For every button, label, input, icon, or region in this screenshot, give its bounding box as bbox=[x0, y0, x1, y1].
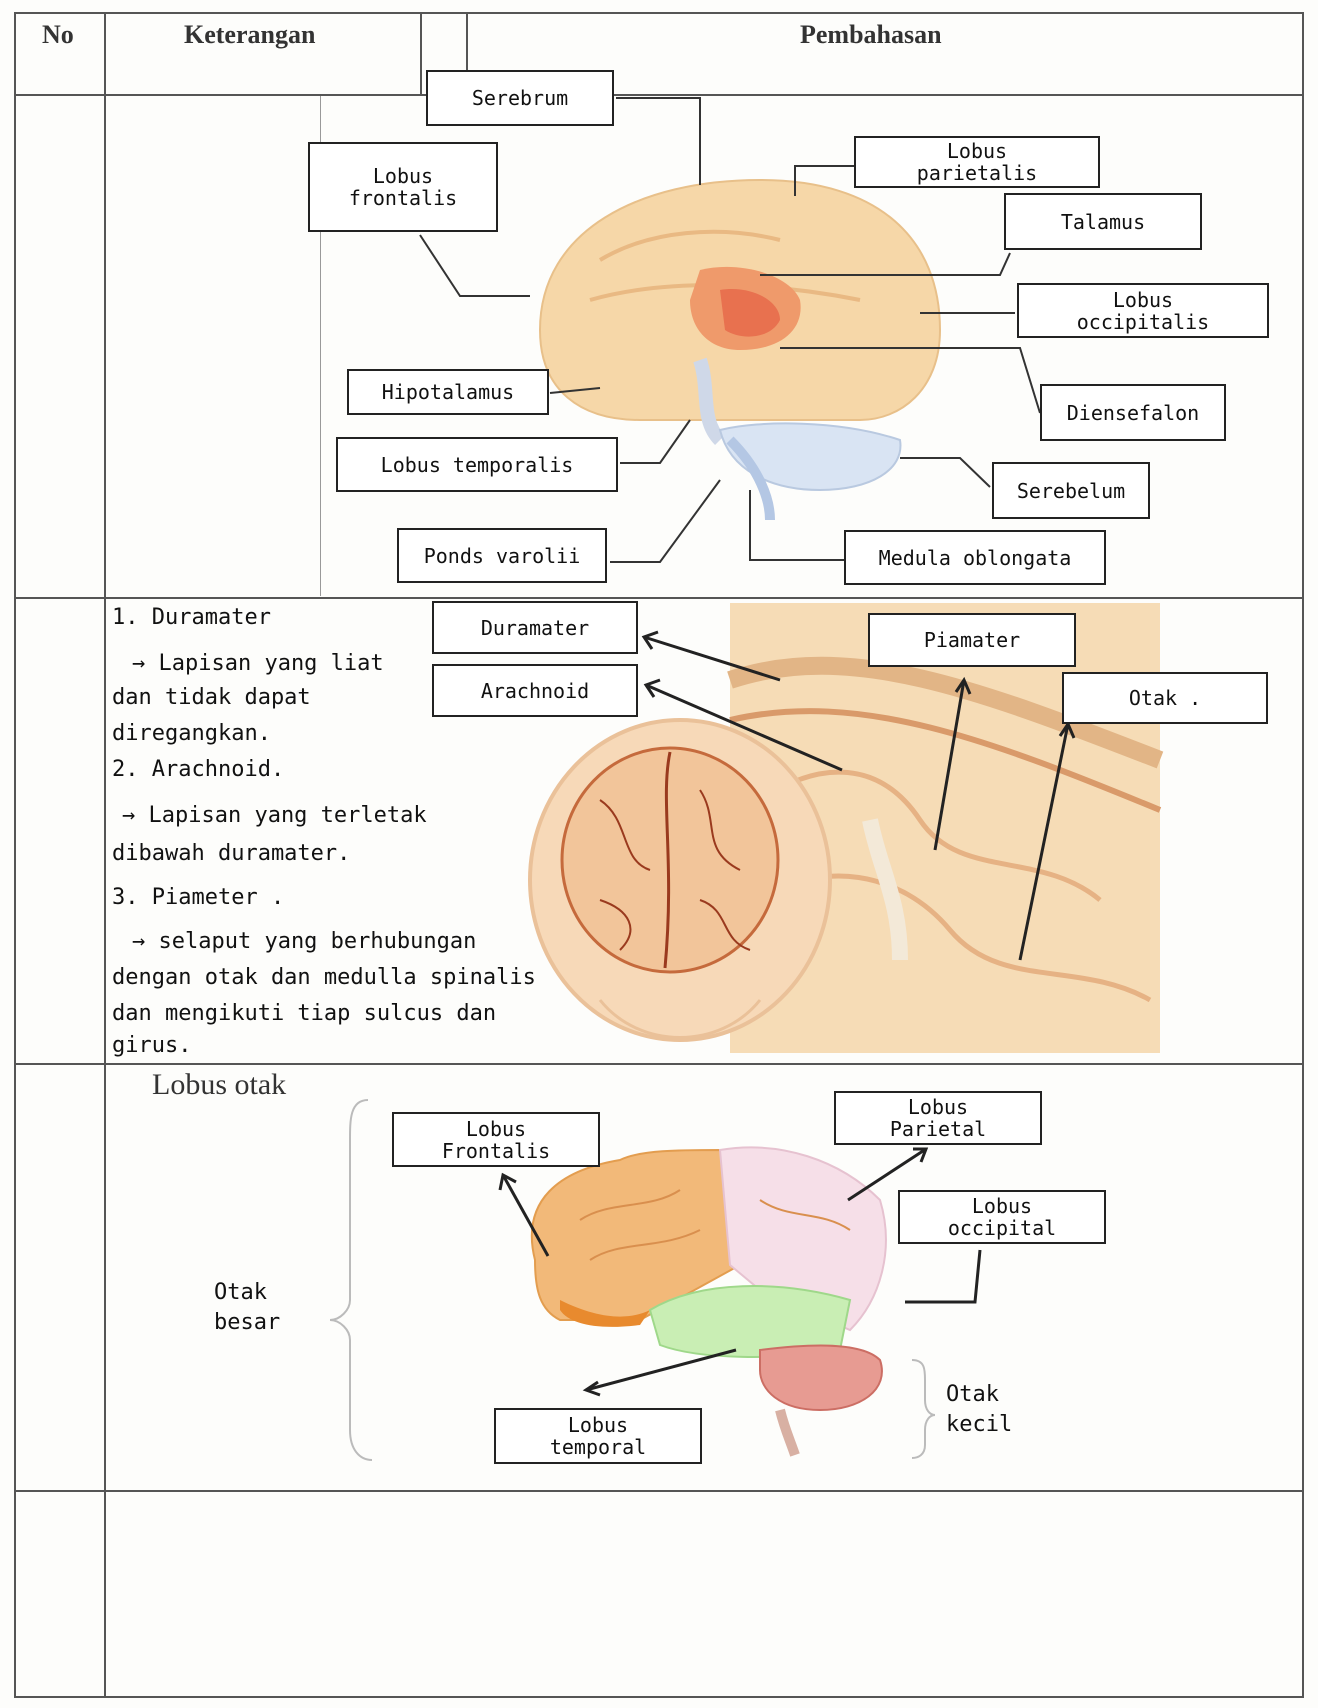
note-line: 1. Duramater bbox=[112, 602, 271, 634]
note-line: diregangkan. bbox=[112, 718, 271, 750]
note-line: → Lapisan yang terletak bbox=[122, 800, 427, 832]
label-serebelum: Serebelum bbox=[992, 462, 1150, 519]
lobus-otak-title: Lobus otak bbox=[152, 1068, 286, 1102]
label-medula-oblongata: Medula oblongata bbox=[844, 530, 1106, 585]
label-lobus-frontalis-row3: Lobus Frontalis bbox=[392, 1112, 600, 1167]
label-otak-besar: Otak besar bbox=[214, 1278, 280, 1338]
note-line: dibawah duramater. bbox=[112, 838, 350, 870]
label-lobus-occipitalis: Lobus occipitalis bbox=[1017, 283, 1269, 338]
label-piamater: Piamater bbox=[868, 613, 1076, 667]
label-lobus-frontalis-row1: Lobus frontalis bbox=[308, 142, 498, 232]
note-line: dan mengikuti tiap sulcus dan bbox=[112, 998, 496, 1030]
label-otak-kecil: Otak kecil bbox=[946, 1380, 1012, 1440]
note-line: girus. bbox=[112, 1030, 191, 1062]
label-lobus-occipital: Lobus occipital bbox=[898, 1190, 1106, 1244]
note-line: → Lapisan yang liat bbox=[132, 648, 384, 680]
note-line: 3. Piameter . bbox=[112, 882, 284, 914]
label-duramater: Duramater bbox=[432, 601, 638, 654]
label-arachnoid: Arachnoid bbox=[432, 664, 638, 717]
note-line: dan tidak dapat bbox=[112, 682, 311, 714]
note-line: → selaput yang berhubungan bbox=[132, 926, 476, 958]
label-otak: Otak . bbox=[1062, 672, 1268, 724]
note-line: dengan otak dan medulla spinalis bbox=[112, 962, 536, 994]
note-line: 2. Arachnoid. bbox=[112, 754, 284, 786]
label-hipotalamus: Hipotalamus bbox=[347, 369, 549, 415]
label-diensefalon: Diensefalon bbox=[1040, 384, 1226, 441]
label-lobus-parietal: Lobus Parietal bbox=[834, 1091, 1042, 1145]
label-pons-varolii: Ponds varolii bbox=[397, 528, 607, 583]
label-lobus-parietalis: Lobus parietalis bbox=[854, 136, 1100, 188]
label-serebrum: Serebrum bbox=[426, 70, 614, 126]
label-lobus-temporalis: Lobus temporalis bbox=[336, 437, 618, 492]
label-lobus-temporal: Lobus temporal bbox=[494, 1408, 702, 1464]
label-talamus: Talamus bbox=[1004, 193, 1202, 250]
